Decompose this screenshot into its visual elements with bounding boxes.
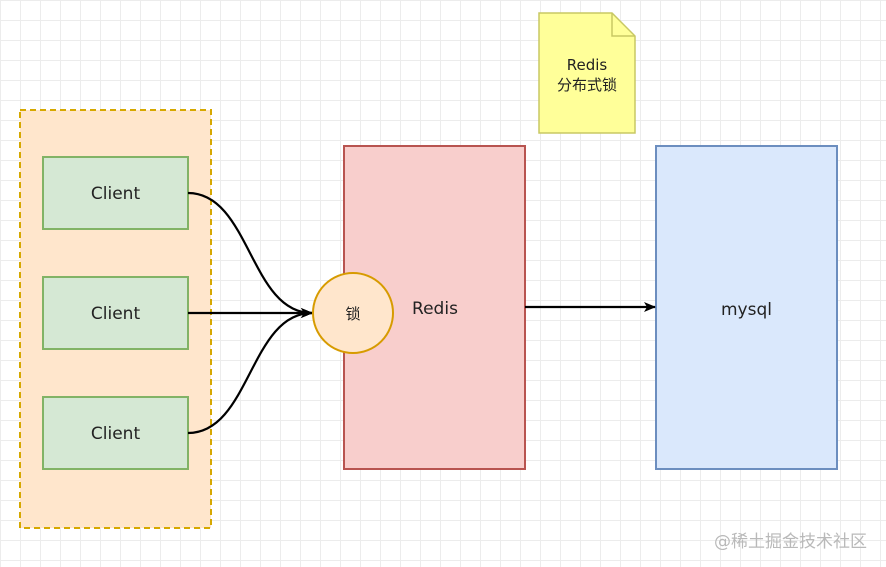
- connector-client1-to-lock: [187, 191, 313, 318]
- client-label-2: Client: [91, 304, 141, 324]
- client-box-3: Client: [42, 396, 189, 470]
- note-line-1: Redis: [567, 56, 608, 74]
- note-line-2: 分布式锁: [557, 76, 617, 94]
- lock-label: 锁: [345, 305, 360, 323]
- redis-label: Redis: [412, 299, 458, 319]
- watermark-text: @稀土掘金技术社区: [714, 532, 867, 552]
- client-box-1: Client: [42, 156, 189, 230]
- client-box-2: Client: [42, 276, 189, 350]
- client-label-3: Client: [91, 424, 141, 444]
- mysql-box: mysql: [655, 145, 838, 470]
- connector-client3-to-lock: [187, 308, 313, 435]
- client-label-1: Client: [91, 184, 141, 204]
- lock-node: 锁: [312, 272, 394, 354]
- mysql-label: mysql: [721, 300, 772, 320]
- note-shape: Redis 分布式锁: [538, 12, 636, 134]
